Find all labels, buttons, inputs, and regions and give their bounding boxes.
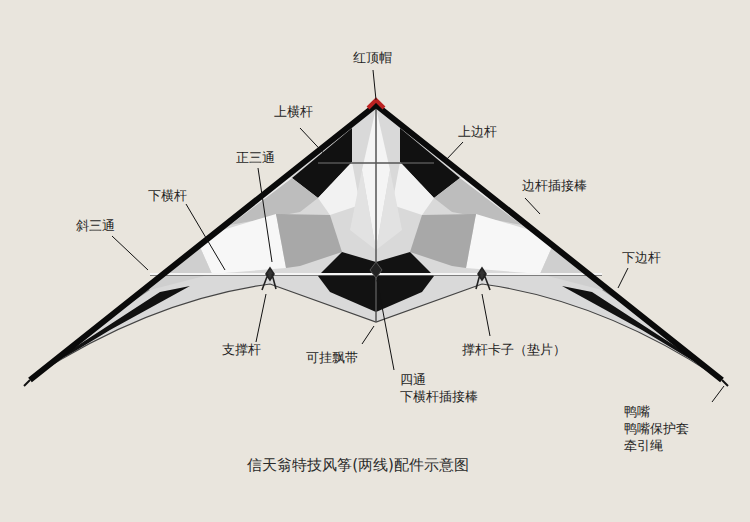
part-label: 下边杆 [622,250,661,266]
part-label: 上横杆 [274,104,313,120]
nose-cap [368,100,384,108]
leader-lines [112,70,724,402]
part-label: 四通 [400,372,426,388]
part-label: 正三通 [236,150,275,166]
part-label: 红顶帽 [353,50,392,66]
standoff [476,268,490,290]
part-label: 可挂飘带 [306,350,358,366]
upper-spreader [318,162,434,164]
part-label: 牵引绳 [624,438,663,454]
part-label: 撑杆卡子（垫片） [462,342,566,358]
standoff [262,268,276,290]
part-label: 支撑杆 [222,342,261,358]
caption: 信天翁特技风筝(两线)配件示意图 [247,456,469,475]
part-label: 斜三通 [76,218,115,234]
part-label: 下横杆 [148,188,187,204]
part-label: 鸭嘴 [624,404,650,420]
spine [375,108,377,322]
center-fitting [370,262,382,278]
part-label: 上边杆 [458,124,497,140]
part-label: 边杆插接棒 [522,178,587,194]
part-label: 鸭嘴保护套 [624,421,689,437]
part-label: 下横杆插接棒 [400,389,478,405]
leading-edge [30,105,722,380]
